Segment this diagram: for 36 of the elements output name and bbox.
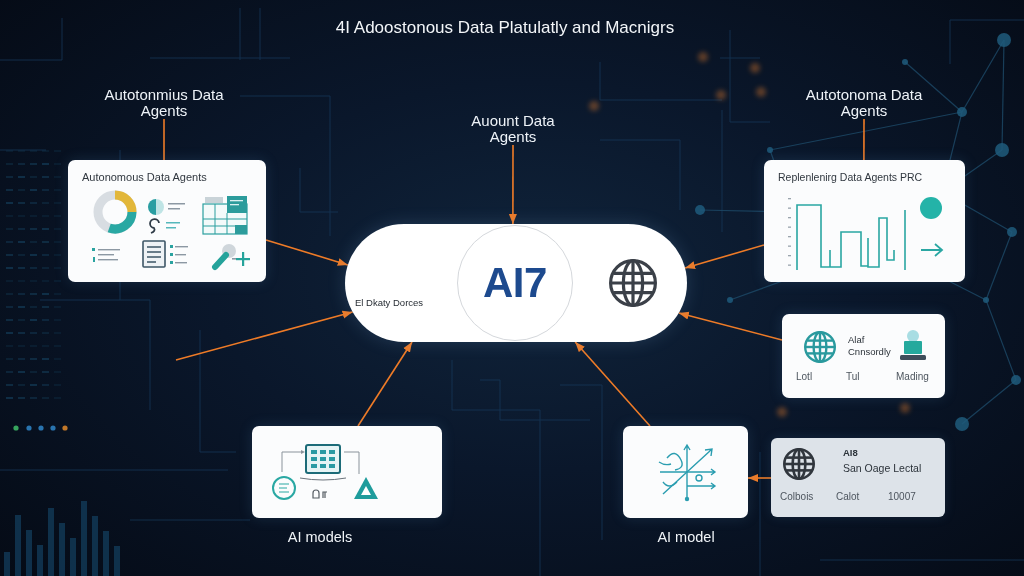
arrow [357, 341, 413, 427]
connector-line [163, 118, 165, 161]
card-caption: AI model [657, 528, 715, 546]
arrow [747, 474, 772, 482]
card-heading: Replenlenirg Data Agents PRC [778, 171, 923, 184]
info-card [623, 426, 748, 518]
arrow [574, 341, 651, 427]
arrow [684, 244, 765, 270]
diagram-title: 4I Adoostonous Data Platulatly and Macnigrs [335, 17, 675, 39]
hub-title: AI7 [483, 260, 547, 306]
card-label: Tul [846, 371, 860, 383]
arrow [265, 239, 349, 266]
card-text: Alaf Cnnsordly [848, 334, 892, 358]
info-card [771, 438, 945, 517]
card-heading: Autonomous Data Agents [82, 171, 207, 184]
section-label: Autotonmius Data Agents [102, 87, 226, 119]
card-caption: AI models [287, 528, 353, 546]
info-card [68, 160, 266, 282]
info-card [252, 426, 442, 518]
card-label: Lotl [796, 371, 813, 383]
arrow [678, 311, 783, 341]
section-label: Autotonoma Data Agents [803, 87, 925, 119]
connector-line [863, 118, 865, 161]
card-label: Mading [896, 371, 929, 383]
hub-panel [345, 224, 687, 342]
card-label: Calot [836, 491, 860, 503]
card-label: Colbois [780, 491, 814, 503]
info-card [764, 160, 965, 282]
card-text: San Oage Lectal [843, 462, 922, 474]
section-label: Auount Data Agents [468, 113, 558, 145]
arrow [508, 144, 517, 225]
card-title: AI8 [843, 447, 858, 459]
card-label: 10007 [888, 491, 916, 503]
info-card [782, 314, 945, 398]
arrow [175, 310, 354, 361]
source-caption: El Dkaty Dorces [355, 297, 424, 309]
